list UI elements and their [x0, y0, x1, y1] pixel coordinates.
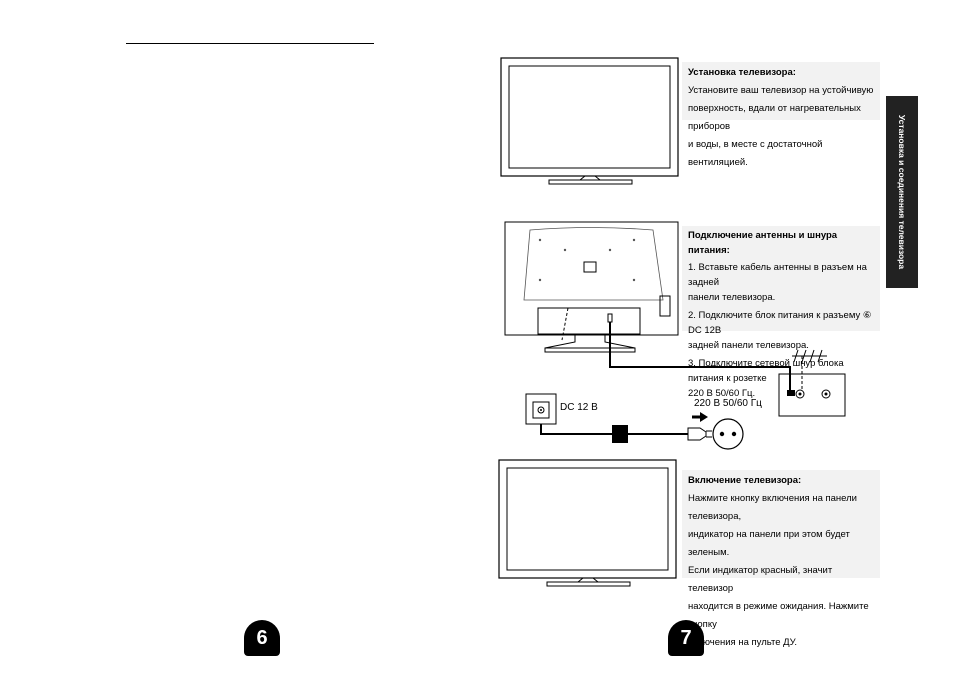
connect-section: Подключение антенны и шнура питания: 1. … [682, 226, 880, 399]
mains-label: 220 В 50/60 Гц [694, 398, 762, 409]
power-on-line-4: находится в режиме ожидания. Нажмите кно… [688, 601, 869, 630]
page-number-left: 6 [244, 620, 280, 656]
section-side-tab: Установка и соединения телевизора [886, 96, 918, 288]
install-heading: Установка телевизора: [688, 67, 796, 78]
dc-label: DC 12 В [560, 402, 598, 413]
connect-step3-line1: 3. Подключите сетевой шнур блока питания… [688, 358, 844, 384]
install-line-3: и воды, в месте с достаточной вентиляцие… [688, 139, 823, 168]
power-on-heading: Включение телевизора: [688, 475, 802, 486]
power-on-line-3: Если индикатор красный, значит телевизор [688, 565, 833, 594]
install-section: Установка телевизора: Установите ваш тел… [682, 62, 880, 168]
tv-rear-illustration [504, 221, 679, 353]
power-on-line-2: индикатор на панели при этом будет зелен… [688, 529, 850, 558]
tv-front-illustration-2 [498, 459, 677, 587]
connect-step1-line2: панели телевизора. [688, 292, 776, 303]
install-line-1: Установите ваш телевизор на устойчивую [688, 85, 874, 96]
connect-step2-line2: задней панели телевизора. [688, 340, 809, 351]
power-on-section: Включение телевизора: Нажмите кнопку вкл… [682, 470, 880, 648]
install-line-2: поверхность, вдали от нагревательных при… [688, 103, 861, 132]
power-on-line-5: включения на пульте ДУ. [688, 637, 798, 648]
header-rule [126, 43, 374, 44]
connect-step1-line1: 1. Вставьте кабель антенны в разъем на з… [688, 262, 867, 288]
connect-heading: Подключение антенны и шнура питания: [688, 230, 838, 256]
connect-step3-line2: 220 В 50/60 Гц. [688, 388, 756, 399]
page-number-right: 7 [668, 620, 704, 656]
side-tab-label: Установка и соединения телевизора [897, 114, 907, 270]
power-on-line-1: Нажмите кнопку включения на панели телев… [688, 493, 857, 522]
connect-step2-line1: 2. Подключите блок питания к разъему ⑥ D… [688, 310, 872, 336]
tv-front-illustration-1 [500, 57, 679, 185]
